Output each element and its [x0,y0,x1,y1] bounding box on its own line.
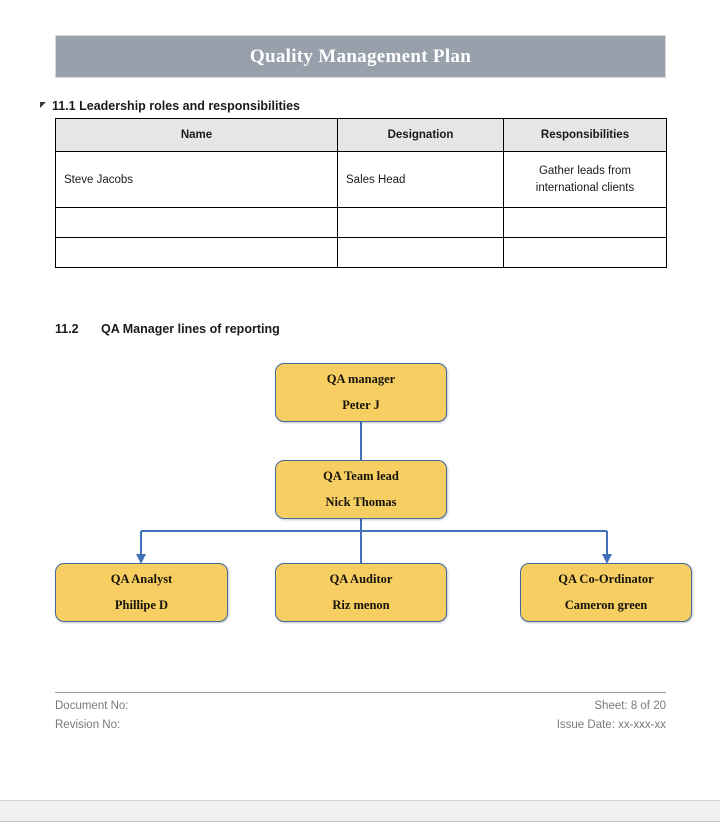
leadership-roles-table: Name Designation Responsibilities Steve … [55,118,667,268]
page-title: Quality Management Plan [249,45,472,67]
org-node-qa-coordinator[interactable]: QA Co-Ordinator Cameron green [520,563,692,622]
heading-11-2-number: 11.2 [55,322,79,336]
table-row[interactable]: Steve Jacobs Sales Head Gather leads fro… [55,151,667,208]
org-node-qa-manager[interactable]: QA manager Peter J [275,363,447,422]
column-header-designation: Designation [337,118,504,152]
footer-divider [55,692,666,693]
page-boundary-strip [0,800,720,822]
table-row[interactable] [55,207,667,238]
heading-11-2: 11.2 QA Manager lines of reporting [55,322,280,336]
cell-name[interactable] [55,237,338,268]
org-node-person: Phillipe D [114,598,169,612]
cell-responsibilities[interactable]: Gather leads from international clients [503,151,667,208]
column-header-name: Name [55,118,338,152]
org-node-role: QA Co-Ordinator [558,572,654,586]
footer-issue-date: Issue Date: xx-xxx-xx [556,718,666,731]
footer-sheet-number: Sheet: 8 of 20 [594,700,666,712]
document-title-banner: Quality Management Plan [55,35,666,78]
footer-document-no: Document No: [55,700,129,712]
footer-revision-no: Revision No: [55,718,121,731]
heading-11-2-label: QA Manager lines of reporting [101,322,280,336]
org-node-qa-analyst[interactable]: QA Analyst Phillipe D [55,563,228,622]
page-footer: Document No: Revision No: Sheet: 8 of 20… [55,697,666,735]
triangle-collapse-icon[interactable] [40,102,46,108]
org-node-person: Riz menon [332,598,390,612]
heading-11-1[interactable]: 11.1 Leadership roles and responsibiliti… [40,99,300,113]
cell-name[interactable]: Steve Jacobs [55,151,338,208]
cell-responsibilities[interactable] [503,237,667,268]
cell-responsibilities[interactable] [503,207,667,238]
document-page: Quality Management Plan 11.1 Leadership … [40,35,692,735]
org-node-qa-team-lead[interactable]: QA Team lead Nick Thomas [275,460,447,519]
org-node-qa-auditor[interactable]: QA Auditor Riz menon [275,563,447,622]
cell-designation[interactable] [337,237,504,268]
org-node-person: Cameron green [564,598,648,612]
org-node-role: QA Auditor [329,572,393,586]
org-node-role: QA Team lead [323,469,399,483]
org-node-role: QA manager [326,372,396,386]
footer-right-column: Sheet: 8 of 20 Issue Date: xx-xxx-xx [557,697,666,735]
org-node-role: QA Analyst [110,572,173,586]
org-node-person: Peter J [342,398,380,412]
heading-11-1-label: 11.1 Leadership roles and responsibiliti… [52,99,301,113]
cell-designation[interactable]: Sales Head [337,151,504,208]
column-header-responsibilities: Responsibilities [503,118,667,152]
table-row[interactable] [55,237,667,268]
cell-name[interactable] [55,207,338,238]
footer-left-column: Document No: Revision No: [55,697,129,735]
table-header-row: Name Designation Responsibilities [55,118,667,152]
org-node-person: Nick Thomas [325,495,397,509]
cell-designation[interactable] [337,207,504,238]
